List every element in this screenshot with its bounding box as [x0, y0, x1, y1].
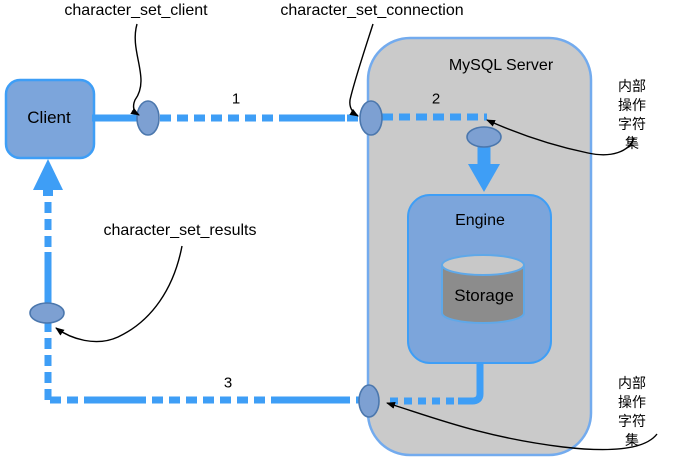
internal-charset-top-pointer-arrow — [486, 119, 635, 156]
storage-cylinder-body — [441, 264, 525, 324]
to-engine-arrowhead-icon — [468, 164, 500, 192]
charset-connection-node — [359, 100, 383, 136]
to-client-arrowhead-icon — [33, 159, 63, 190]
charset-connection-pointer-arrow — [349, 23, 374, 117]
engine-node-label: Engine — [455, 212, 505, 229]
charset-client-node — [136, 100, 160, 136]
step-2-label: 2 — [431, 90, 441, 108]
internal-charset-bottom-label: 内部 操作字符集 — [618, 375, 646, 448]
step-1-label: 1 — [231, 90, 241, 108]
charset-results-pointer-arrow — [55, 245, 183, 343]
step-3-label: 3 — [223, 374, 233, 392]
storage-node-label: Storage — [454, 286, 514, 305]
internal-charset-bottom-pointer-arrow — [386, 402, 658, 451]
internal-charset-top-label: 内部 操作字符集 — [618, 78, 646, 151]
charset-client-label: character_set_client — [64, 2, 208, 19]
results-arrow-stub — [43, 186, 53, 196]
charset-client-pointer-arrow — [130, 23, 142, 116]
charset-results-node — [29, 302, 65, 324]
internal-charset-node-top — [466, 126, 502, 148]
storage-cylinder-top — [441, 254, 525, 276]
internal-charset-node-bottom — [358, 384, 380, 418]
mysql-server-title: MySQL Server — [448, 57, 554, 74]
charset-results-label: character_set_results — [103, 222, 257, 239]
charset-connection-label: character_set_connection — [280, 2, 464, 19]
client-node-label: Client — [27, 108, 71, 127]
engine-out-elbow — [458, 362, 484, 405]
